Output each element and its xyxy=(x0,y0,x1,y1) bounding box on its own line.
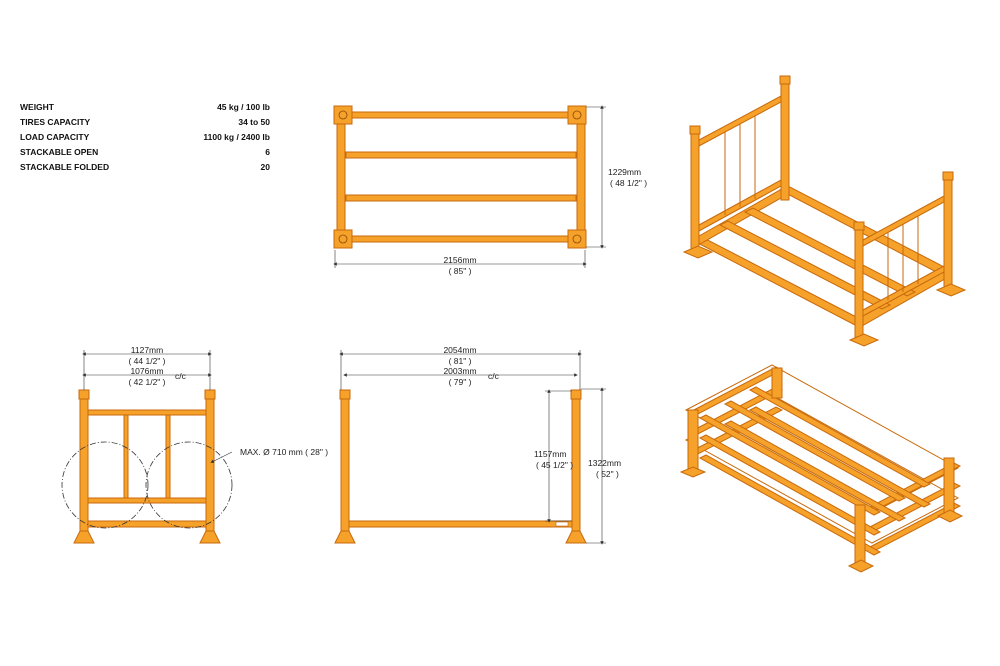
spec-value: 6 xyxy=(265,147,270,157)
end-view-drawing: 1127mm ( 44 1/2" ) 1076mm ( 42 1/2" ) c/… xyxy=(61,345,328,544)
isometric-stacked-drawing xyxy=(679,364,964,573)
top-height-label: 1229mm xyxy=(608,167,641,177)
end-width-label: 1127mm xyxy=(131,345,163,355)
side-cc-inch-label: ( 79" ) xyxy=(449,377,472,387)
side-length-inch-label: ( 81" ) xyxy=(449,356,472,366)
spec-label: STACKABLE OPEN xyxy=(20,147,99,157)
side-cc-suffix-label: c/c xyxy=(488,371,500,381)
spec-value: 20 xyxy=(260,162,270,172)
side-cc-label: 2003mm xyxy=(443,366,476,376)
isometric-open-drawing xyxy=(682,75,967,347)
spec-label: TIRES CAPACITY xyxy=(20,117,91,127)
end-cc-inch-label: ( 42 1/2" ) xyxy=(128,377,165,387)
overall-height-label: 1322mm xyxy=(588,458,621,468)
end-cc-suffix-label: c/c xyxy=(175,371,187,381)
overall-height-inch-label: ( 52" ) xyxy=(596,469,619,479)
top-length-label: 2156mm xyxy=(443,255,476,265)
top-length-inch-label: ( 85" ) xyxy=(449,266,472,276)
side-view-drawing: 2054mm ( 81" ) 2003mm ( 79" ) c/c 1157mm… xyxy=(334,345,621,545)
inner-height-label: 1157mm xyxy=(534,449,566,459)
spec-value: 34 to 50 xyxy=(238,117,270,127)
spec-value: 1100 kg / 2400 lb xyxy=(203,132,270,142)
top-view-drawing: 1229mm ( 48 1/2" ) 2156mm ( 85" ) xyxy=(333,105,647,276)
tire-max-label: MAX. Ø 710 mm ( 28" ) xyxy=(240,447,328,457)
spec-value: 45 kg / 100 lb xyxy=(217,102,270,112)
spec-row-stackable-open: STACKABLE OPEN 6 xyxy=(20,147,270,162)
tag-plate xyxy=(555,521,569,527)
side-length-label: 2054mm xyxy=(443,345,476,355)
spec-row-tires-capacity: TIRES CAPACITY 34 to 50 xyxy=(20,117,270,132)
spec-row-stackable-folded: STACKABLE FOLDED 20 xyxy=(20,162,270,177)
end-cc-label: 1076mm xyxy=(130,366,163,376)
spec-row-weight: WEIGHT 45 kg / 100 lb xyxy=(20,102,270,117)
spec-table: WEIGHT 45 kg / 100 lb TIRES CAPACITY 34 … xyxy=(20,102,270,177)
end-width-inch-label: ( 44 1/2" ) xyxy=(128,356,165,366)
spec-row-load-capacity: LOAD CAPACITY 1100 kg / 2400 lb xyxy=(20,132,270,147)
top-height-inch-label: ( 48 1/2" ) xyxy=(610,178,647,188)
spec-label: WEIGHT xyxy=(20,102,54,112)
spec-label: LOAD CAPACITY xyxy=(20,132,90,142)
spec-label: STACKABLE FOLDED xyxy=(20,162,110,172)
inner-height-inch-label: ( 45 1/2" ) xyxy=(536,460,573,470)
